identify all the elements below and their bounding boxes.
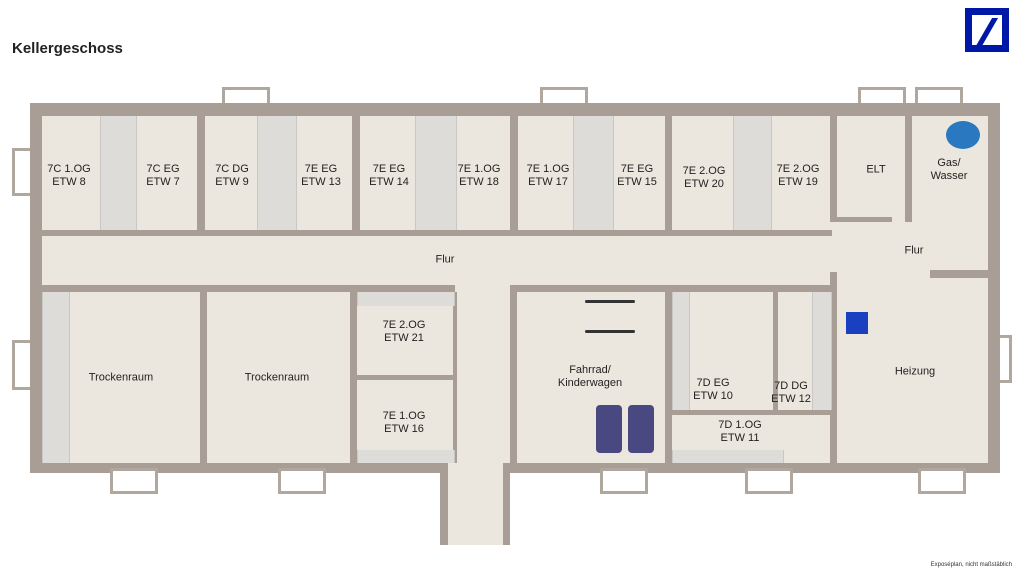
- wall: [672, 410, 832, 415]
- storage-shelf: [573, 116, 614, 230]
- page-title: Kellergeschoss: [12, 40, 123, 57]
- window: [278, 468, 326, 494]
- bicycle-icon: [585, 330, 635, 333]
- wall: [200, 292, 207, 463]
- storage-shelf: [415, 116, 457, 230]
- room-label: ELT: [866, 163, 886, 176]
- window: [600, 468, 648, 494]
- bicycle-icon: [585, 300, 635, 303]
- boiler-icon: [846, 312, 868, 334]
- window: [745, 468, 793, 494]
- wall: [350, 292, 357, 463]
- wall: [930, 270, 988, 278]
- wall: [453, 292, 457, 463]
- room-label: Flur: [435, 253, 455, 266]
- wall: [357, 375, 455, 380]
- wall: [42, 230, 832, 236]
- wall: [197, 116, 205, 234]
- wall: [905, 116, 912, 222]
- window: [110, 468, 158, 494]
- storage-shelf: [357, 450, 455, 463]
- wall: [510, 292, 517, 463]
- wall: [510, 116, 518, 234]
- storage-shelf: [357, 292, 455, 306]
- wall: [42, 285, 455, 292]
- water-tank-icon: [946, 121, 980, 149]
- wall: [352, 116, 360, 234]
- wall: [830, 116, 837, 222]
- exit-corridor: [448, 463, 503, 545]
- wall: [773, 292, 778, 410]
- room-label: Trockenraum: [88, 371, 154, 384]
- room-label: Flur: [904, 244, 924, 257]
- storage-shelf: [812, 292, 832, 410]
- room-label: Gas/Wasser: [930, 157, 968, 182]
- room-label: Heizung: [894, 365, 936, 378]
- storage-shelf: [257, 116, 297, 230]
- drying-rack: [42, 292, 70, 463]
- storage-shelf: [672, 292, 690, 410]
- wall: [830, 272, 837, 463]
- stroller-icon: [596, 405, 622, 453]
- room-label: Trockenraum: [244, 371, 310, 384]
- storage-shelf: [672, 450, 784, 463]
- footer-note: Exposéplan, nicht maßstäblich: [930, 562, 1012, 568]
- wall: [837, 217, 892, 222]
- room-label: Fahrrad/Kinderwagen: [557, 364, 623, 389]
- bank-logo: [965, 8, 1009, 52]
- wall: [665, 292, 672, 463]
- wall: [510, 285, 830, 292]
- window: [918, 468, 966, 494]
- storage-shelf: [100, 116, 137, 230]
- stroller-icon: [628, 405, 654, 453]
- wall: [665, 116, 672, 234]
- storage-shelf: [733, 116, 772, 230]
